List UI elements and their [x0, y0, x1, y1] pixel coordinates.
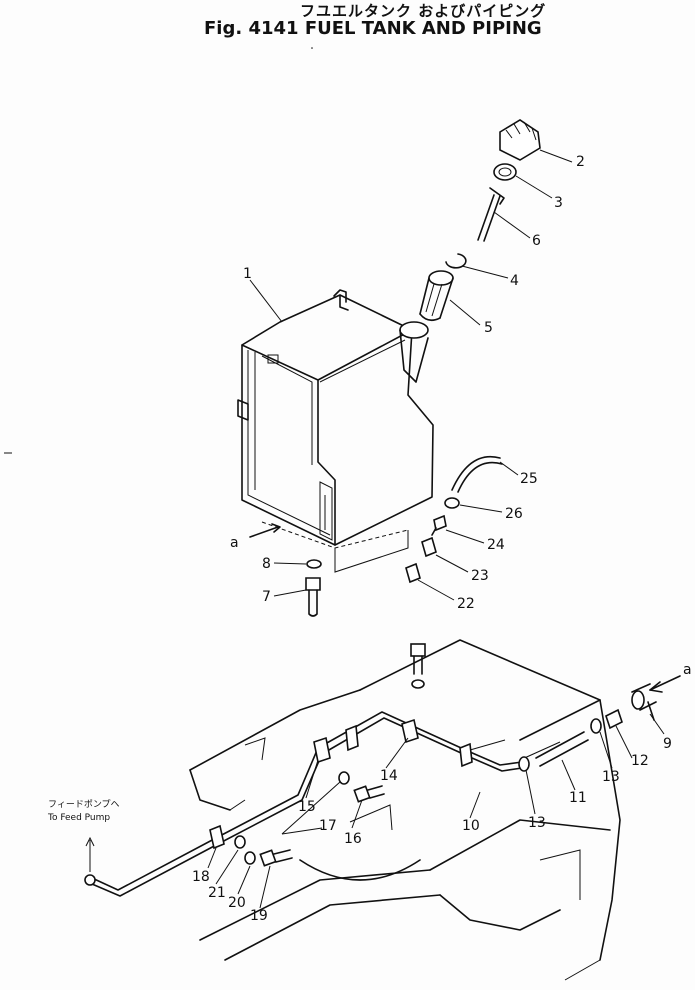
callout-12: 12	[631, 753, 649, 769]
callout-24: 24	[487, 537, 505, 553]
callout-20: 20	[228, 895, 246, 911]
connector	[605, 708, 623, 730]
callout-18: 18	[192, 869, 210, 885]
feed-note-japanese: フィードポンプヘ	[48, 799, 120, 810]
pipe-clamp-15	[313, 736, 331, 764]
pipe-clamp-14	[401, 718, 419, 744]
feed-note-english: To Feed Pump	[47, 813, 110, 823]
callout-9: 9	[663, 736, 672, 752]
callout-26: 26	[505, 506, 523, 522]
callout-25: 25	[520, 471, 538, 487]
callout-13-right: 13	[602, 769, 620, 785]
callout-8: 8	[262, 556, 271, 572]
frame-bolt	[410, 643, 426, 689]
drain-hose	[451, 456, 501, 491]
drain-cock	[431, 514, 447, 536]
view-mark-a-right: a	[683, 662, 692, 678]
bolt-19	[259, 849, 293, 867]
title-english: Fig. 4141 FUEL TANK AND PIPING	[204, 18, 542, 39]
washer	[306, 559, 322, 569]
callout-6: 6	[532, 233, 541, 249]
washer-21	[234, 835, 246, 849]
view-mark-a-left: a	[230, 535, 239, 551]
callout-19: 19	[250, 908, 268, 924]
callout-21: 21	[208, 885, 226, 901]
pipe-clamp-b	[459, 742, 473, 768]
callout-1: 1	[243, 266, 252, 282]
gasket-ring	[493, 163, 517, 181]
hose-clamp	[444, 497, 460, 509]
hose-band-13a	[518, 756, 530, 772]
leader-lines-upper	[249, 149, 573, 601]
bolt-16	[353, 785, 385, 803]
hose-band-13b	[590, 718, 602, 734]
drain-plug	[405, 562, 421, 584]
title-japanese: フユエルタンク およびパイピング	[300, 2, 547, 20]
callout-10: 10	[462, 818, 480, 834]
callout-2: 2	[576, 154, 585, 170]
callout-16: 16	[344, 831, 362, 847]
callout-7: 7	[262, 589, 271, 605]
strainer	[419, 270, 454, 322]
scan-dot	[311, 47, 313, 49]
retaining-pin	[477, 187, 505, 242]
tank-elbow	[631, 683, 657, 721]
pipe-clamp-a	[345, 724, 359, 752]
callout-23: 23	[471, 568, 489, 584]
elbow-fitting	[421, 536, 437, 558]
callout-22: 22	[457, 596, 475, 612]
rubber-hose	[535, 731, 589, 767]
callout-5: 5	[484, 320, 493, 336]
vehicle-frame	[189, 639, 621, 981]
callout-3: 3	[554, 195, 563, 211]
washer-20	[244, 851, 256, 865]
washer-17a	[338, 771, 350, 785]
callout-14: 14	[380, 768, 398, 784]
callout-17: 17	[319, 818, 337, 834]
pipe-clamp-18	[209, 824, 225, 850]
callout-11: 11	[569, 790, 587, 806]
callout-13-left: 13	[528, 815, 546, 831]
filler-cap	[499, 119, 541, 161]
callout-4: 4	[510, 273, 519, 289]
fuel-tank	[237, 289, 434, 573]
mount-bolt	[305, 577, 321, 617]
callout-15: 15	[298, 799, 316, 815]
leader-lines-lower	[85, 713, 665, 909]
